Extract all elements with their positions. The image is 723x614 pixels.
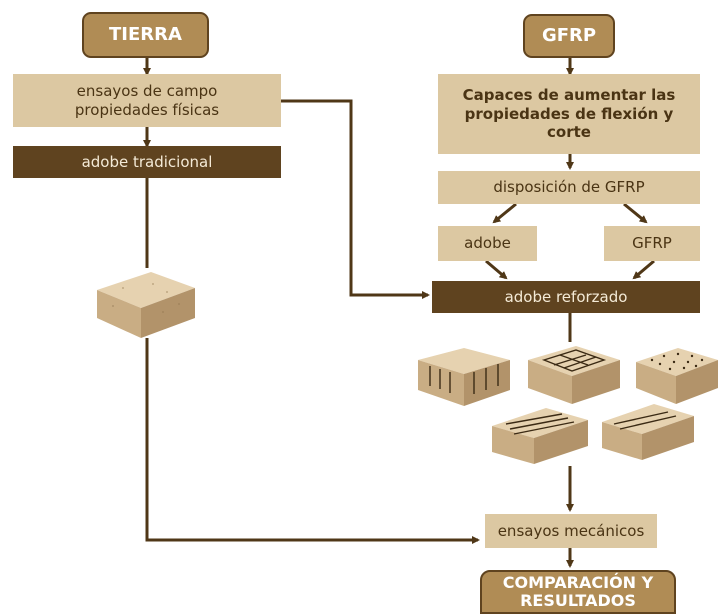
- brick-horizontal-rods-icon: [492, 408, 588, 464]
- arrow-brick-to-ensayos-mecanicos: [145, 338, 480, 544]
- brick-grid-mesh-icon: [528, 346, 620, 404]
- arrow-disposicion-to-adobe: [492, 202, 517, 224]
- arrow-ensayos-to-reforzado: [281, 99, 430, 299]
- node-adobe-tradicional: adobe tradicional: [13, 146, 281, 178]
- node-adobe: adobe: [438, 226, 537, 261]
- node-disposicion-gfrp: disposición de GFRP: [438, 171, 700, 204]
- arrow-adobe-to-reforzado: [485, 259, 508, 280]
- plain-adobe-brick-icon: [97, 272, 195, 338]
- brick-diagonal-rods-icon: [602, 404, 694, 460]
- node-capaces: Capaces de aumentar las propiedades de f…: [438, 74, 700, 154]
- brick-dotted-fibers-icon: [636, 348, 718, 404]
- node-comparacion-y-resultados: COMPARACIÓN Y RESULTADOS: [480, 570, 676, 614]
- brick-vertical-rods-icon: [418, 348, 510, 406]
- node-gfrp: GFRP: [523, 14, 615, 58]
- arrow-disposicion-to-gfrp: [623, 202, 648, 224]
- node-adobe-reforzado: adobe reforzado: [432, 281, 700, 313]
- node-ensayos-mecanicos: ensayos mecánicos: [485, 514, 657, 548]
- node-gfrp-small: GFRP: [604, 226, 700, 261]
- node-ensayos-de-campo: ensayos de campo propiedades físicas: [13, 74, 281, 127]
- arrow-gfrp-to-reforzado: [632, 259, 655, 280]
- node-tierra: TIERRA: [82, 12, 209, 58]
